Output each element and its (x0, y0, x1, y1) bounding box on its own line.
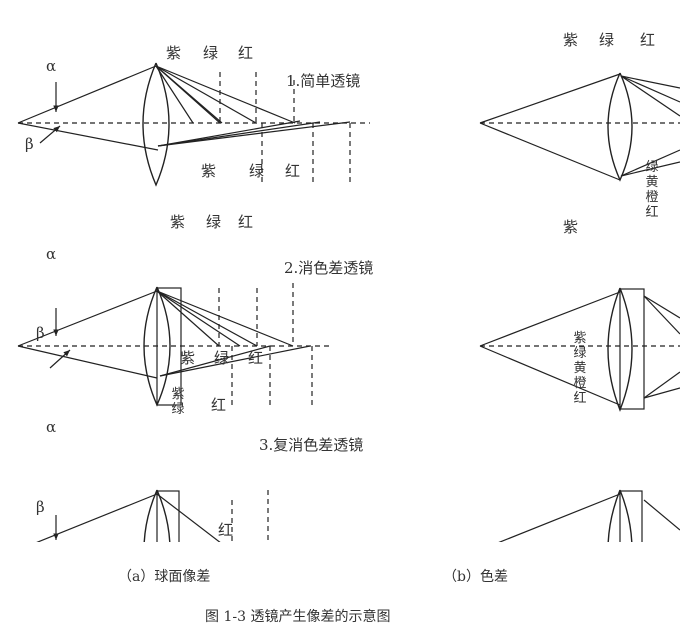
refracted-ray (643, 499, 680, 531)
violet-label: 紫 (563, 31, 579, 49)
incident-ray (479, 291, 621, 347)
red-label: 红 (238, 44, 254, 62)
violet-label: 紫 (563, 218, 579, 236)
red-label: 红 (640, 31, 656, 49)
refracted-ray (155, 65, 257, 124)
refracted-ray (159, 345, 311, 377)
refracted-ray (159, 345, 271, 377)
refracted-ray (155, 65, 194, 124)
violet-label: 紫 (180, 349, 196, 367)
refracted-ray (620, 161, 680, 177)
incident-ray (17, 290, 158, 347)
panel-title-1: 1.简单透镜 (286, 72, 361, 90)
incident-ray (479, 73, 621, 124)
refracted-ray (643, 295, 680, 319)
incident-ray (479, 345, 621, 406)
flint-element (619, 288, 645, 410)
incident-ray (17, 345, 158, 379)
color-stack-left-2: 紫 绿 (171, 387, 185, 417)
refracted-ray (156, 493, 221, 542)
arrow-head (53, 329, 59, 336)
arrow-head (53, 126, 60, 133)
refracted-ray (643, 295, 680, 335)
red-label: 红 (248, 349, 264, 367)
beta-label: β (36, 498, 45, 516)
refracted-ray (643, 371, 680, 399)
red-label: 红 (238, 213, 254, 231)
flint-element (619, 490, 643, 542)
green-label: 绿 (249, 162, 265, 180)
incident-ray (36, 493, 158, 542)
flint-element (156, 287, 182, 406)
apochromatic-lens (607, 489, 633, 542)
refracted-ray (156, 290, 294, 347)
simple-lens (142, 62, 170, 187)
violet-label: 紫 (166, 44, 182, 62)
row-3-group (36, 489, 680, 542)
panel-title-2: 2.消色差透镜 (284, 259, 374, 277)
incident-ray (17, 65, 157, 124)
alpha-label: α (46, 418, 57, 436)
achromatic-lens (607, 287, 633, 412)
beta-label: β (25, 135, 34, 153)
refracted-ray (155, 65, 296, 124)
refracted-ray (157, 121, 351, 147)
refracted-ray (620, 149, 680, 177)
red-label: 红 (285, 162, 301, 180)
panel-title-3: 3.复消色差透镜 (259, 436, 364, 454)
incident-ray (17, 122, 159, 151)
caption-b: （b）色差 (443, 569, 508, 585)
arrow-head (53, 533, 59, 540)
refracted-ray (157, 120, 301, 147)
incident-ray (479, 122, 621, 181)
green-label: 绿 (203, 44, 219, 62)
beta-label: β (36, 324, 45, 342)
refracted-ray (620, 75, 680, 117)
refracted-ray (156, 290, 241, 347)
refracted-ray (155, 65, 223, 124)
refracted-ray (156, 290, 258, 347)
green-label: 绿 (599, 31, 615, 49)
alpha-label: α (46, 245, 57, 263)
incident-ray (498, 493, 621, 542)
refracted-ray (620, 75, 680, 103)
arrow-head (63, 350, 70, 357)
apochromatic-lens (143, 489, 171, 542)
red-label: 红 (211, 396, 227, 414)
refracted-ray (157, 121, 321, 147)
alpha-label: α (46, 57, 57, 75)
red-label: 红 (218, 521, 234, 539)
violet-label: 紫 (170, 213, 186, 231)
simple-lens (607, 72, 633, 182)
figure-caption: 图 1-3 透镜产生像差的示意图 (205, 609, 391, 625)
refracted-ray (643, 387, 680, 399)
violet-label: 紫 (201, 162, 217, 180)
green-label: 绿 (214, 349, 230, 367)
refracted-ray (620, 75, 680, 89)
arrow-head (53, 105, 59, 112)
color-stack-right-2: 紫 绿 黄 橙 红 (573, 331, 587, 406)
flint-element (156, 490, 180, 542)
caption-a: （a）球面像差 (118, 569, 211, 585)
green-label: 绿 (206, 213, 222, 231)
color-stack-right-1: 绿 黄 橙 红 (645, 160, 659, 220)
refracted-ray (156, 290, 220, 347)
